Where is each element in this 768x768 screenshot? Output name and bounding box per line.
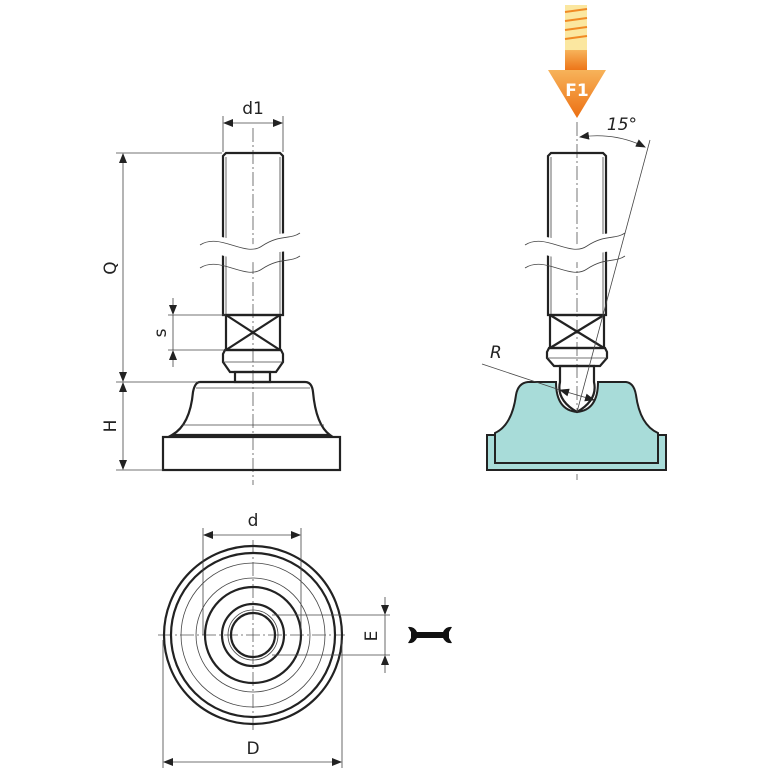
bottom-view: d E D <box>158 511 452 768</box>
break-gap <box>194 231 305 263</box>
break-line <box>524 255 626 273</box>
break-gap <box>519 231 630 263</box>
dim-D-label: D <box>246 739 259 759</box>
dim-d1-label: d1 <box>242 99 264 119</box>
hex-cross-line <box>549 314 605 349</box>
angle-label: 15° <box>607 115 637 135</box>
thread-circle <box>227 609 279 661</box>
stud-circle <box>229 611 277 659</box>
break-line <box>199 255 301 273</box>
dim-Q-label: Q <box>101 261 121 274</box>
force-arrow-stripes <box>564 8 588 40</box>
radius-dim-line <box>559 388 595 402</box>
base-dome <box>167 380 334 437</box>
radius-label: R <box>490 343 502 363</box>
hidden-circle <box>195 577 311 693</box>
wrench-icon <box>408 626 452 644</box>
section-view: F1 15° R <box>481 5 667 480</box>
force-arrow-head <box>548 70 606 118</box>
collar-circle <box>220 602 286 668</box>
collar <box>221 348 285 374</box>
threaded-stud <box>546 151 608 317</box>
angle-arc <box>579 131 646 148</box>
outer-circle <box>162 544 344 726</box>
base-circle <box>169 551 337 719</box>
hex-cross-line <box>225 314 281 351</box>
side-view: d1 Q H s <box>101 99 342 485</box>
dim-s-label: s <box>151 328 171 337</box>
collar <box>545 346 609 368</box>
break-line <box>524 232 626 250</box>
force-label: F1 <box>565 81 588 101</box>
dim-d-label: d <box>248 511 259 531</box>
dim-H-label: H <box>101 420 121 433</box>
radius-leader <box>481 363 561 391</box>
pad-body <box>494 381 659 464</box>
neck <box>233 370 272 384</box>
base-foot <box>161 435 342 472</box>
hidden-circle <box>180 562 326 708</box>
force-arrow-shaft <box>565 50 587 72</box>
break-line <box>199 232 301 250</box>
force-arrow-icon: F1 <box>548 5 606 118</box>
dim-E-label: E <box>362 631 382 642</box>
tilt-line <box>576 139 651 413</box>
